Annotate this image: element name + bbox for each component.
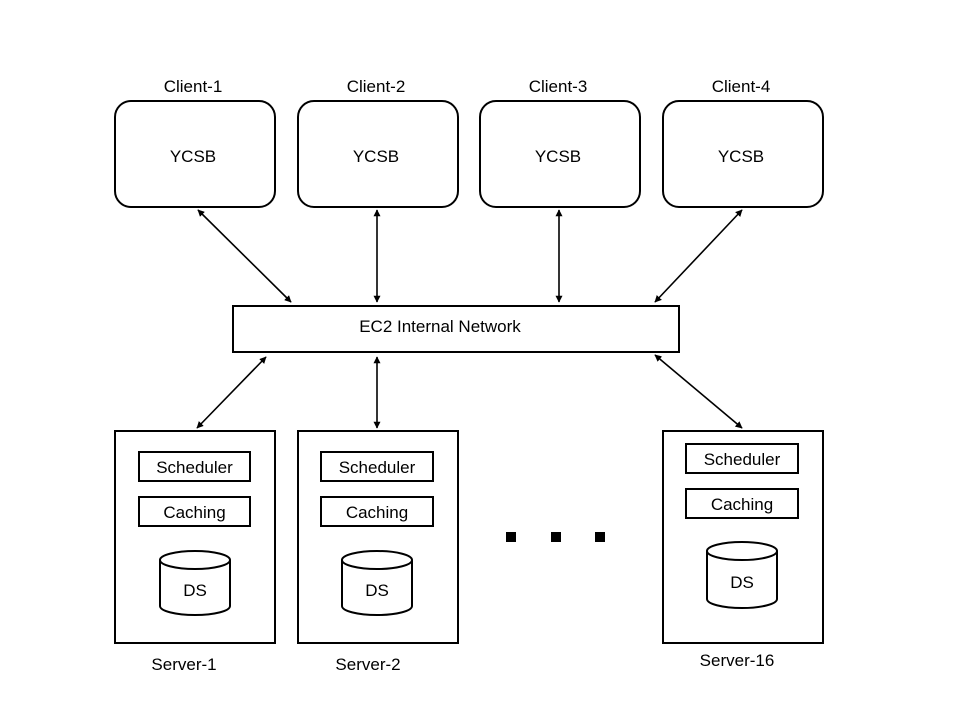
server-name: Server-1 xyxy=(151,655,216,674)
server-name: Server-16 xyxy=(700,651,775,670)
datastore-label: DS xyxy=(730,573,754,592)
client-node-2: Client-2 YCSB xyxy=(297,77,459,208)
caching-box xyxy=(320,496,434,527)
network-node: EC2 Internal Network xyxy=(232,305,680,353)
client-name: Client-3 xyxy=(529,77,588,96)
network-label: EC2 Internal Network xyxy=(359,317,521,336)
server-name: Server-2 xyxy=(335,655,400,674)
scheduler-label: Scheduler xyxy=(704,450,781,469)
more-servers-ellipsis xyxy=(506,532,605,542)
datastore-label: DS xyxy=(183,581,207,600)
client-name: Client-2 xyxy=(347,77,406,96)
client-box xyxy=(297,100,459,208)
client-name: Client-4 xyxy=(712,77,771,96)
client-box xyxy=(114,100,276,208)
caching-label: Caching xyxy=(163,503,225,522)
datastore-label: DS xyxy=(365,581,389,600)
server-node-16: Scheduler Caching DS Server-16 xyxy=(662,430,824,670)
server-16-network-link xyxy=(654,354,743,429)
client-app-label: YCSB xyxy=(170,147,216,166)
caching-box xyxy=(138,496,251,527)
scheduler-box xyxy=(138,451,251,482)
server-node-2: Scheduler Caching DS Server-2 xyxy=(297,430,459,674)
client-1-network-link xyxy=(197,209,292,303)
client-app-label: YCSB xyxy=(535,147,581,166)
client-box xyxy=(662,100,824,208)
server-1-network-link xyxy=(196,356,267,429)
scheduler-label: Scheduler xyxy=(156,458,233,477)
client-node-4: Client-4 YCSB xyxy=(662,77,824,208)
caching-label: Caching xyxy=(711,495,773,514)
datastore-cylinder-icon xyxy=(159,550,231,616)
client-app-label: YCSB xyxy=(718,147,764,166)
caching-label: Caching xyxy=(346,503,408,522)
client-node-3: Client-3 YCSB xyxy=(479,77,641,208)
client-4-network-link xyxy=(654,209,743,303)
client-box xyxy=(479,100,641,208)
client-name: Client-1 xyxy=(164,77,223,96)
scheduler-box xyxy=(685,443,799,474)
network-box xyxy=(232,305,680,353)
caching-box xyxy=(685,488,799,519)
client-app-label: YCSB xyxy=(353,147,399,166)
datastore-cylinder-icon xyxy=(341,550,413,616)
datastore-cylinder-icon xyxy=(706,541,778,609)
scheduler-label: Scheduler xyxy=(339,458,416,477)
server-node-1: Scheduler Caching DS Server-1 xyxy=(114,430,276,674)
scheduler-box xyxy=(320,451,434,482)
client-node-1: Client-1 YCSB xyxy=(114,77,276,208)
